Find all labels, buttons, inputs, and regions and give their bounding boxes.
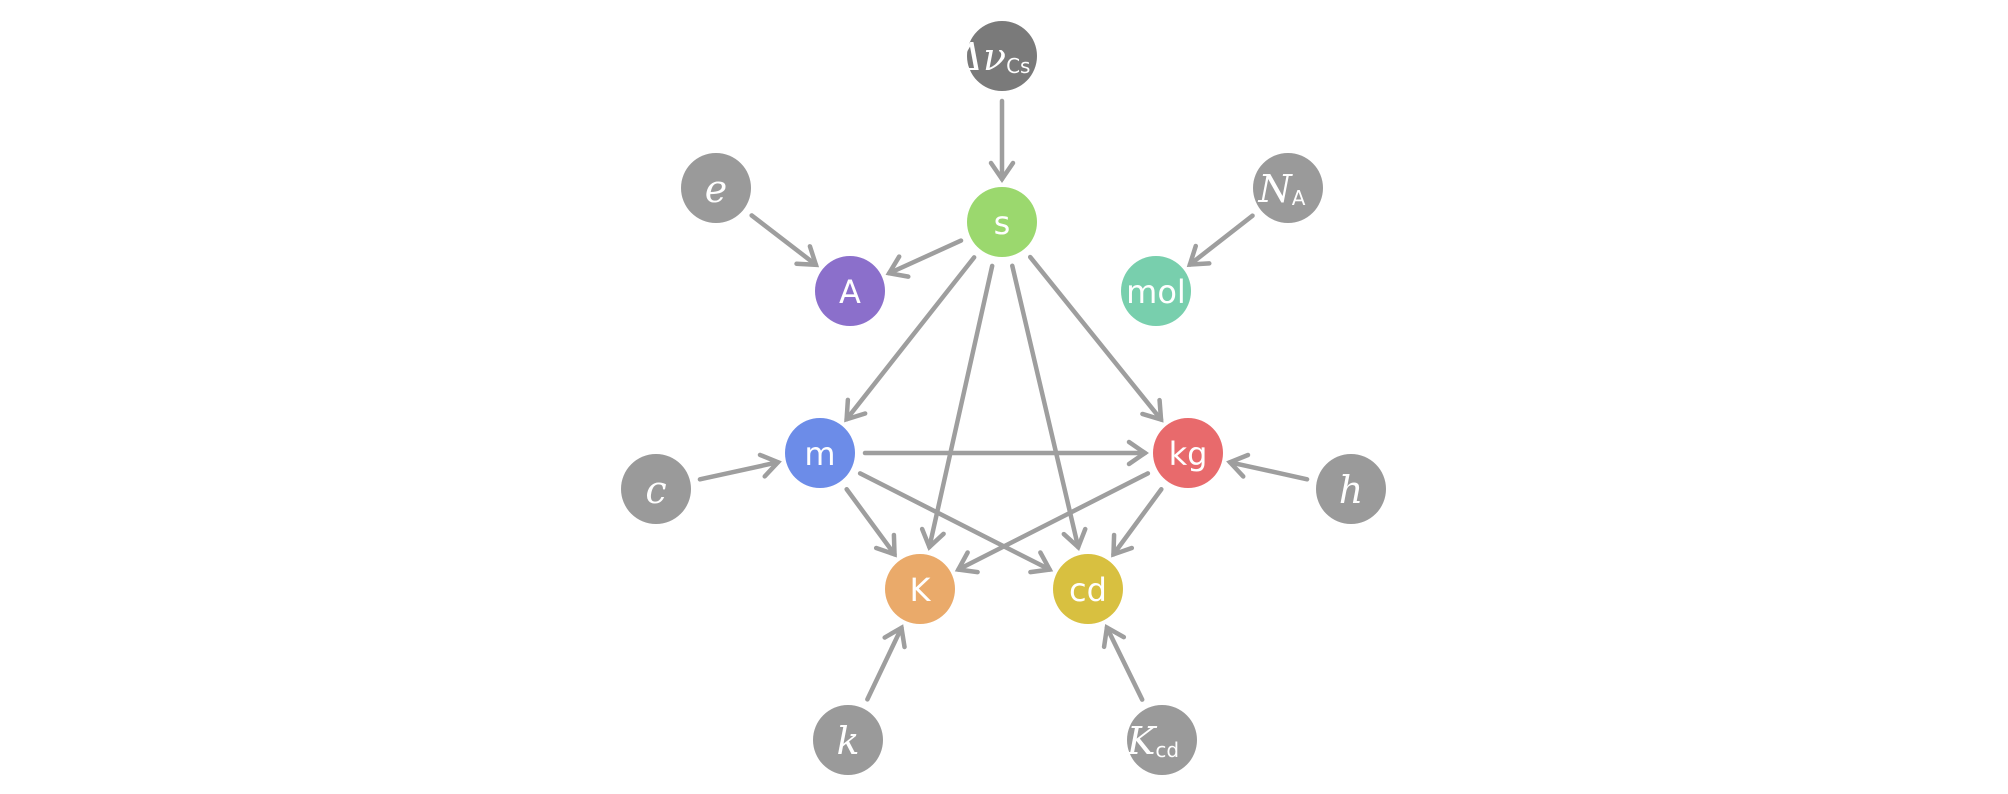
- unit-node-s: s: [967, 187, 1037, 257]
- unit-node-circle: [967, 187, 1037, 257]
- constant-node-dnu: ΔνCs: [954, 21, 1037, 91]
- unit-node-m: m: [785, 418, 855, 488]
- edge-Kcd-to-cd: [1101, 624, 1145, 702]
- constant-symbol-main: k: [836, 719, 859, 763]
- constant-symbol-main: h: [1339, 468, 1363, 512]
- unit-node-label: m: [804, 435, 835, 473]
- unit-node-cd: cd: [1053, 554, 1123, 624]
- edge-kg-to-cd: [1111, 487, 1164, 558]
- unit-node-kg: kg: [1153, 418, 1223, 488]
- constant-node-symbol: e: [705, 167, 728, 211]
- arrowhead-icon: [844, 397, 868, 423]
- arrowhead-icon: [794, 244, 820, 268]
- constant-node-circle: [813, 705, 883, 775]
- edge-h-to-kg: [1226, 452, 1310, 482]
- edge-s-to-A: [885, 238, 964, 279]
- unit-node-circle: [1053, 554, 1123, 624]
- constant-symbol-main: N: [1258, 167, 1294, 211]
- edge-m-to-cd: [857, 471, 1054, 575]
- edge-k-to-K: [865, 624, 907, 702]
- arrowhead-icon: [1186, 243, 1212, 267]
- constant-symbol-subscript: cd: [1155, 738, 1179, 762]
- constant-node-e: e: [681, 153, 751, 223]
- constant-symbol-main: K: [1126, 719, 1158, 763]
- constant-node-h: h: [1316, 454, 1386, 524]
- constant-symbol-main: Δν: [954, 35, 1007, 79]
- edge-s-to-cd: [1010, 263, 1088, 552]
- arrowhead-icon: [954, 550, 980, 575]
- unit-node-label: cd: [1069, 571, 1107, 609]
- constant-node-symbol: h: [1339, 468, 1363, 512]
- edge-s-to-m: [844, 255, 977, 423]
- constant-node-c: c: [621, 454, 691, 524]
- unit-node-label: s: [994, 204, 1011, 242]
- edge-c-to-m: [697, 452, 782, 482]
- arrowhead-icon: [757, 452, 782, 479]
- constant-node-circle: [1127, 705, 1197, 775]
- constant-node-Kcd: Kcd: [1126, 705, 1197, 775]
- constant-node-symbol: NA: [1258, 167, 1306, 211]
- constant-symbol-subscript: A: [1292, 186, 1306, 210]
- unit-node-circle: [785, 418, 855, 488]
- arrowhead-icon: [1101, 624, 1127, 650]
- arrowhead-icon: [1111, 532, 1135, 558]
- edge-NA-to-mol: [1186, 213, 1255, 267]
- unit-node-label: kg: [1169, 435, 1208, 473]
- arrowhead-icon: [873, 532, 897, 558]
- unit-node-K: K: [885, 554, 955, 624]
- arrowhead-icon: [1140, 397, 1164, 423]
- constant-node-symbol: ΔνCs: [954, 35, 1031, 79]
- edge-dnu-to-s: [988, 98, 1016, 183]
- unit-node-mol: mol: [1121, 256, 1191, 326]
- constant-node-k: k: [813, 705, 883, 775]
- constant-symbol-main: c: [645, 468, 666, 512]
- edge-s-to-K: [919, 263, 995, 551]
- edge-m-to-K: [844, 487, 897, 558]
- arrowhead-icon: [1126, 439, 1149, 467]
- constant-symbol-main: e: [705, 167, 728, 211]
- edges-layer: [697, 98, 1310, 702]
- constant-node-symbol: c: [645, 468, 666, 512]
- arrowhead-icon: [919, 526, 946, 551]
- constant-node-symbol: k: [836, 719, 859, 763]
- arrowhead-icon: [1061, 526, 1088, 552]
- unit-node-circle: [1121, 256, 1191, 326]
- constant-node-circle: [681, 153, 751, 223]
- constant-symbol-subscript: Cs: [1006, 54, 1030, 78]
- edge-s-to-kg: [1027, 254, 1164, 423]
- arrowhead-icon: [1226, 452, 1251, 479]
- arrowhead-icon: [885, 254, 911, 279]
- edge-e-to-A: [749, 213, 820, 268]
- constant-node-symbol: Kcd: [1126, 719, 1179, 763]
- constant-node-circle: [1253, 153, 1323, 223]
- unit-node-circle: [885, 554, 955, 624]
- constant-node-circle: [621, 454, 691, 524]
- unit-node-circle: [815, 256, 885, 326]
- arrowhead-icon: [882, 624, 907, 650]
- constant-node-NA: NA: [1253, 153, 1323, 223]
- unit-node-label: K: [910, 571, 932, 609]
- edge-m-to-kg: [862, 439, 1149, 467]
- unit-node-A: A: [815, 256, 885, 326]
- arrowhead-icon: [988, 160, 1016, 183]
- constant-node-circle: [967, 21, 1037, 91]
- unit-node-label: A: [839, 273, 861, 311]
- unit-node-label: mol: [1126, 273, 1186, 311]
- arrowhead-icon: [1028, 550, 1054, 575]
- edge-kg-to-K: [954, 471, 1151, 575]
- constant-node-circle: [1316, 454, 1386, 524]
- unit-node-circle: [1153, 418, 1223, 488]
